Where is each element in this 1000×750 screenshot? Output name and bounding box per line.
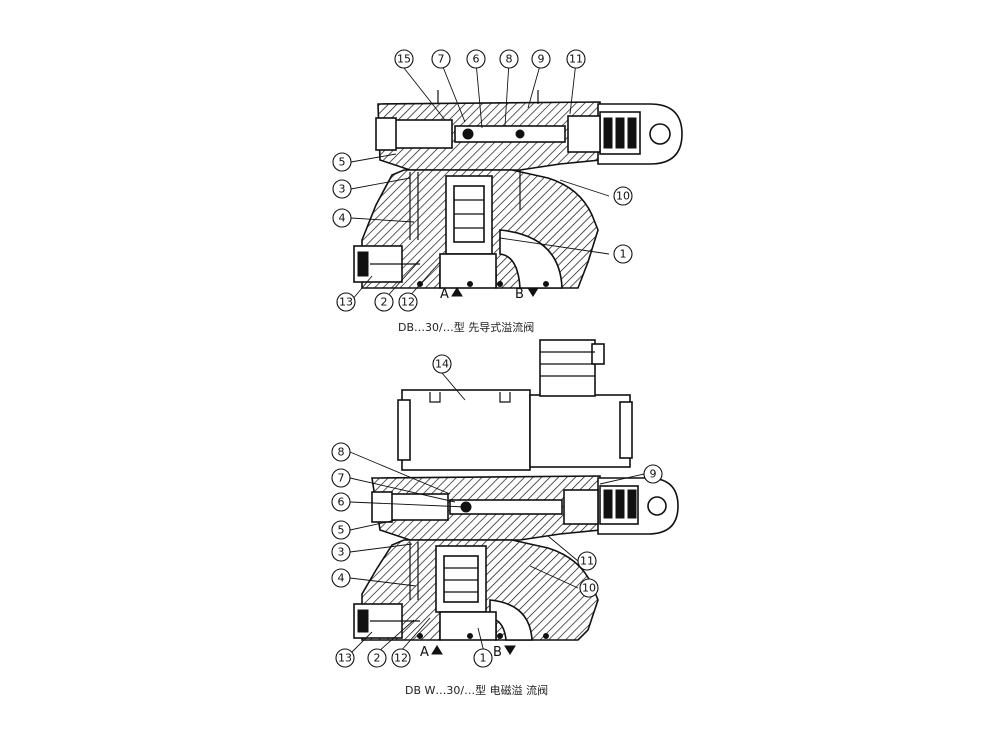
svg-text:11: 11 — [569, 53, 583, 66]
callout-5: 5 — [332, 152, 352, 172]
svg-text:6: 6 — [338, 496, 345, 509]
svg-text:8: 8 — [338, 446, 345, 459]
callout-6: 6 — [466, 49, 486, 69]
port-b-label: B — [515, 287, 524, 302]
callouts-diagram-2: 14 8 9 7 6 5 11 3 10 4 13 2 12 1 — [331, 354, 663, 668]
pilot-relief-valve-drawing — [353, 90, 683, 289]
solenoid-relief-valve-drawing — [353, 339, 679, 641]
callout-6-b: 6 — [331, 492, 351, 512]
callout-3-b: 3 — [331, 542, 351, 562]
svg-text:2: 2 — [381, 296, 388, 309]
svg-text:7: 7 — [338, 472, 345, 485]
callout-13-b: 13 — [335, 648, 355, 668]
callout-7-b: 7 — [331, 468, 351, 488]
solenoid-housing — [401, 389, 531, 471]
callout-8-b: 8 — [331, 442, 351, 462]
callout-4-b: 4 — [331, 568, 351, 588]
svg-text:4: 4 — [338, 572, 345, 585]
callout-9-b: 9 — [643, 464, 663, 484]
callout-12: 12 — [398, 292, 418, 312]
svg-text:13: 13 — [338, 652, 352, 665]
ports-diagram-1: A B — [440, 287, 539, 302]
svg-text:1: 1 — [620, 248, 627, 261]
svg-text:4: 4 — [339, 212, 346, 225]
callouts-diagram-1: 15 7 6 8 9 11 5 3 10 4 1 13 2 12 — [332, 49, 633, 312]
callout-2-b: 2 — [367, 648, 387, 668]
caption-pilot-relief-valve: DB…30/…型 先导式溢流阀 — [398, 321, 535, 334]
callout-5-b: 5 — [331, 520, 351, 540]
port-a-label: A — [440, 287, 449, 302]
port-a-arrow-icon-2 — [431, 645, 443, 655]
callout-12-b: 12 — [391, 648, 411, 668]
ports-diagram-2: A B — [420, 645, 516, 660]
port-a-arrow-icon — [451, 287, 463, 297]
svg-text:3: 3 — [338, 546, 345, 559]
svg-text:3: 3 — [339, 183, 346, 196]
callout-14: 14 — [432, 354, 452, 374]
callout-10: 10 — [613, 186, 633, 206]
callout-3: 3 — [332, 179, 352, 199]
svg-text:10: 10 — [582, 582, 596, 595]
svg-text:2: 2 — [374, 652, 381, 665]
svg-text:7: 7 — [438, 53, 445, 66]
callout-4: 4 — [332, 208, 352, 228]
electrical-connector — [539, 339, 596, 397]
callout-1: 1 — [613, 244, 633, 264]
callout-8: 8 — [499, 49, 519, 69]
port-b-arrow-icon — [527, 287, 539, 297]
svg-text:14: 14 — [435, 358, 449, 371]
svg-text:6: 6 — [473, 53, 480, 66]
svg-text:5: 5 — [339, 156, 346, 169]
svg-text:15: 15 — [397, 53, 411, 66]
svg-text:10: 10 — [616, 190, 630, 203]
callout-15: 15 — [394, 49, 414, 69]
port-b-arrow-icon-2 — [504, 645, 516, 655]
svg-text:1: 1 — [480, 652, 487, 665]
svg-text:9: 9 — [650, 468, 657, 481]
svg-text:8: 8 — [506, 53, 513, 66]
callout-11: 11 — [566, 49, 586, 69]
svg-text:9: 9 — [538, 53, 545, 66]
callout-10-b: 10 — [579, 578, 599, 598]
svg-text:12: 12 — [401, 296, 415, 309]
solenoid-coil — [529, 394, 631, 468]
callout-9: 9 — [531, 49, 551, 69]
svg-text:12: 12 — [394, 652, 408, 665]
callout-11-b: 11 — [577, 551, 597, 571]
callout-13: 13 — [336, 292, 356, 312]
port-a-label-2: A — [420, 645, 429, 660]
svg-text:13: 13 — [339, 296, 353, 309]
svg-text:5: 5 — [338, 524, 345, 537]
callout-1-b: 1 — [473, 648, 493, 668]
port-b-label-2: B — [493, 645, 502, 660]
callout-7: 7 — [431, 49, 451, 69]
caption-solenoid-relief-valve: DB W…30/…型 电磁溢 流阀 — [405, 684, 549, 697]
callout-2: 2 — [374, 292, 394, 312]
svg-text:11: 11 — [580, 555, 594, 568]
